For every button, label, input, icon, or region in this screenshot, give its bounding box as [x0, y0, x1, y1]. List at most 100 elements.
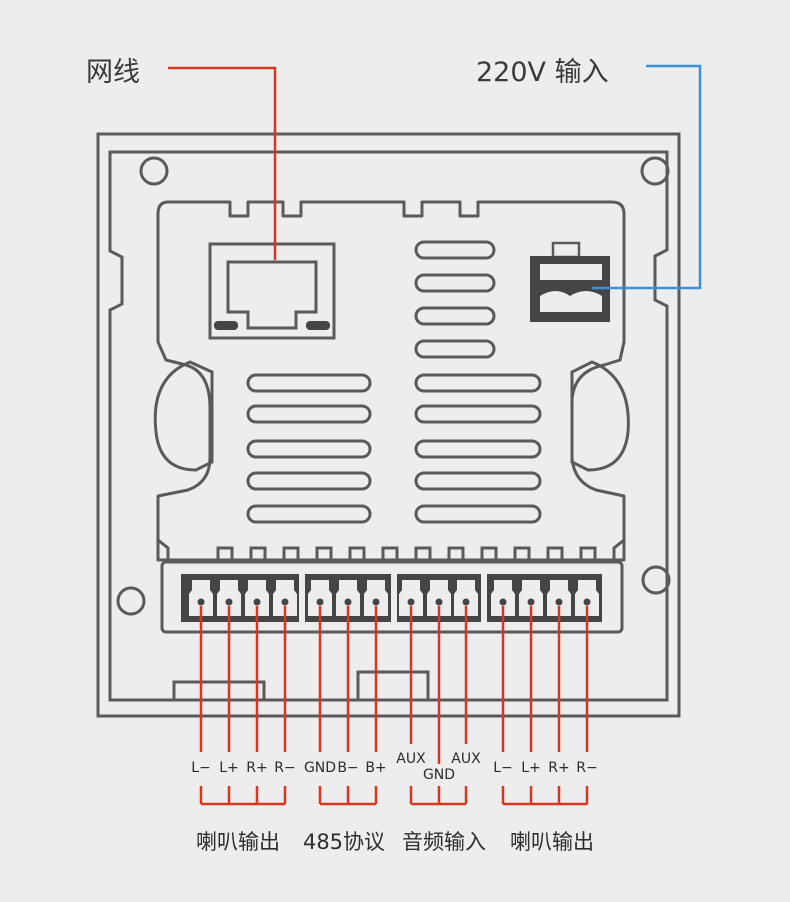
terminal-screw-rs485-2 [372, 598, 380, 606]
pin-label-speaker-r-minus: R− [274, 760, 296, 776]
vent-group [246, 240, 542, 524]
pin-label-speaker2-r-minus: R− [576, 760, 598, 776]
terminal-screw-speaker-left-2 [253, 598, 261, 606]
vent-left-0 [246, 373, 372, 393]
wires [199, 606, 589, 806]
pin-label-speaker-r-plus: R+ [246, 760, 268, 776]
vent-top-3 [414, 339, 496, 359]
terminal-fin-4 [348, 546, 366, 560]
outer-frame [96, 132, 681, 718]
pin-label-485-b-minus: B− [337, 760, 359, 776]
rj45-socket [226, 260, 318, 330]
vent-left-2 [246, 439, 372, 459]
terminal-fins [216, 546, 597, 560]
terminal-fin-9 [513, 546, 531, 560]
pin-label-speaker-l-minus: L− [191, 760, 211, 776]
bottom-tab-left [172, 680, 266, 700]
vent-right-0 [414, 373, 542, 393]
terminal-fin-11 [579, 546, 597, 560]
terminal-blocks [181, 574, 602, 622]
terminal-screw-speaker-left-0 [197, 598, 205, 606]
pin-label-aux-1: AUX [396, 751, 426, 767]
screw-hole-bl [116, 586, 146, 616]
power-connector-screws [540, 291, 602, 312]
terminal-screw-speaker-right-3 [583, 598, 591, 606]
terminal-screw-speaker-right-0 [499, 598, 507, 606]
terminal-slot-audio-in-2 [454, 580, 478, 616]
terminal-fin-10 [546, 546, 564, 560]
vent-left-4 [246, 504, 372, 524]
terminal-screw-audio-in-1 [435, 598, 443, 606]
terminal-fin-3 [315, 546, 333, 560]
network-callout-line [168, 66, 277, 260]
inner-frame [108, 150, 669, 702]
screw-hole-tr [640, 156, 670, 186]
pin-label-485-b-plus: B+ [365, 760, 387, 776]
terminal-screw-audio-in-0 [407, 598, 415, 606]
terminal-fin-0 [216, 546, 234, 560]
terminal-screw-rs485-1 [344, 598, 352, 606]
group-label-speaker-left: 喇叭输出 [196, 830, 280, 854]
vent-right-3 [414, 471, 542, 491]
group-label-speaker-right: 喇叭输出 [510, 830, 594, 854]
terminal-slot-rs485-0 [308, 580, 332, 616]
bottom-tab-center [356, 670, 430, 700]
vent-right-4 [414, 504, 542, 524]
terminal-screw-rs485-0 [316, 598, 324, 606]
terminal-slot-speaker-left-1 [217, 580, 241, 616]
pin-label-speaker-l-plus: L+ [219, 760, 239, 776]
vent-top-0 [414, 240, 496, 260]
terminal-slot-speaker-right-0 [491, 580, 515, 616]
module-body [156, 200, 626, 562]
pin-label-speaker2-l-plus: L+ [521, 760, 541, 776]
terminal-slot-speaker-right-1 [519, 580, 543, 616]
screw-hole-tl [139, 156, 169, 186]
terminal-screw-speaker-right-1 [527, 598, 535, 606]
vent-right-2 [414, 439, 542, 459]
terminal-screw-speaker-left-1 [225, 598, 233, 606]
terminal-fin-1 [249, 546, 267, 560]
pin-label-speaker2-l-minus: L− [493, 760, 513, 776]
terminal-slot-speaker-right-2 [547, 580, 571, 616]
vent-top-1 [414, 273, 496, 293]
group-label-audio-in: 音频输入 [402, 830, 486, 854]
power-connector-slot [540, 264, 602, 280]
pin-label-speaker2-r-plus: R+ [548, 760, 570, 776]
terminal-screw-audio-in-2 [462, 598, 470, 606]
left-clip [153, 360, 214, 472]
vent-top-2 [414, 306, 496, 326]
terminal-slot-speaker-left-3 [273, 580, 297, 616]
terminal-slot-rs485-1 [336, 580, 360, 616]
vent-right-1 [414, 404, 542, 424]
rj45-port [208, 242, 336, 340]
terminal-strip [160, 560, 624, 634]
power-callout-label: 220V 输入 [476, 57, 609, 88]
pin-label-aux-gnd: GND [422, 767, 456, 783]
terminal-screw-speaker-left-3 [281, 598, 289, 606]
terminal-slot-rs485-2 [364, 580, 388, 616]
pin-label-aux-2: AUX [451, 751, 481, 767]
terminal-slot-audio-in-0 [399, 580, 423, 616]
terminal-fin-8 [480, 546, 498, 560]
bottom-left-bumper [156, 500, 170, 560]
screw-hole-br [641, 565, 671, 595]
vent-left-1 [246, 404, 372, 424]
terminal-slot-audio-in-1 [427, 580, 451, 616]
terminal-fin-6 [414, 546, 432, 560]
network-callout-label: 网线 [86, 57, 140, 88]
vent-left-3 [246, 471, 372, 491]
power-connector-tab [551, 241, 581, 259]
terminal-fin-7 [447, 546, 465, 560]
right-clip [570, 360, 630, 472]
terminal-slot-speaker-left-0 [189, 580, 213, 616]
rj45-led-right [306, 321, 330, 330]
terminal-slot-speaker-left-2 [245, 580, 269, 616]
rj45-led-left [214, 321, 238, 330]
group-label-485: 485协议 [302, 830, 386, 854]
pin-label-485-gnd: GND [303, 760, 337, 776]
power-callout-line [592, 64, 702, 290]
terminal-screw-speaker-right-2 [555, 598, 563, 606]
terminal-fin-2 [282, 546, 300, 560]
